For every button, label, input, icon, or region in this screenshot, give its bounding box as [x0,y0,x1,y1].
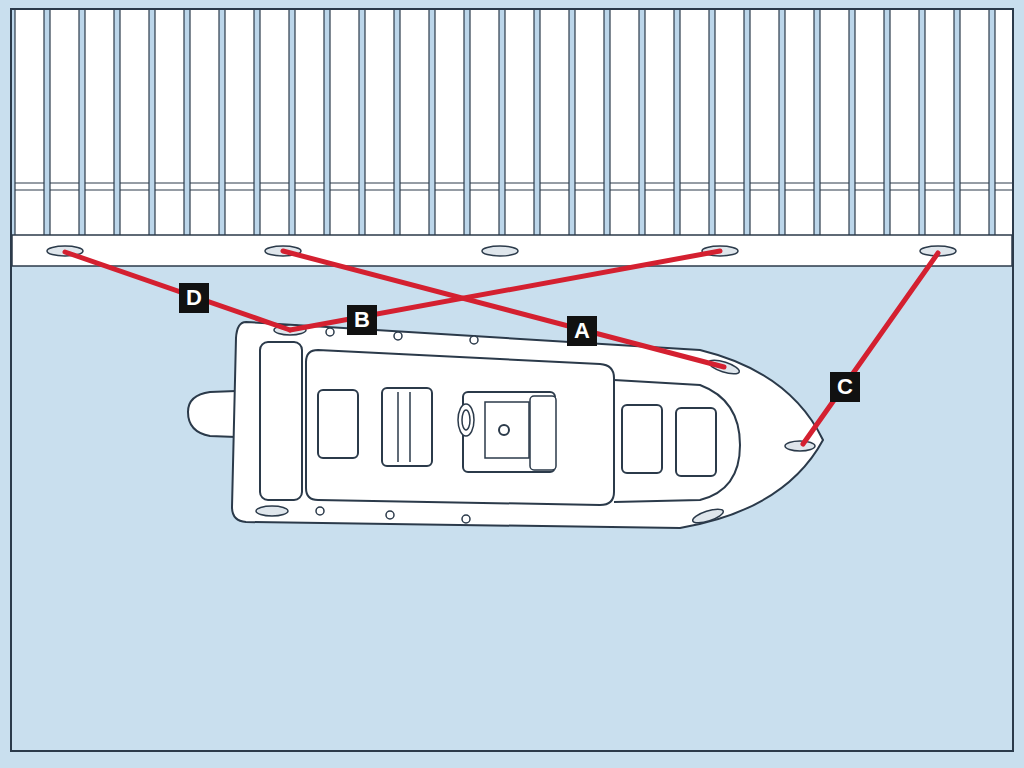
dock-cleats [47,246,956,256]
callout-letter: D [179,283,209,313]
seat [382,388,432,466]
hull [232,322,823,528]
bow-line [803,253,938,444]
dock-planks [12,10,1012,238]
callout-letter: B [347,305,377,335]
callout-letter: C [830,372,860,402]
rear-bench [260,342,302,500]
hatch [318,390,358,458]
bow-deck [614,380,740,502]
callout-letter: A [567,316,597,346]
bow-hatch [622,405,662,473]
console [463,392,555,472]
dock-edge [12,235,1012,266]
frame [11,9,1013,751]
deck [306,350,614,505]
mooring-lines [65,251,938,444]
stern-line [65,252,290,330]
bow-hatch [676,408,716,476]
wheel [458,404,474,436]
boat [188,322,823,528]
rod-holders [316,328,478,523]
spring-line [283,251,724,367]
boat-cleats [256,325,815,526]
